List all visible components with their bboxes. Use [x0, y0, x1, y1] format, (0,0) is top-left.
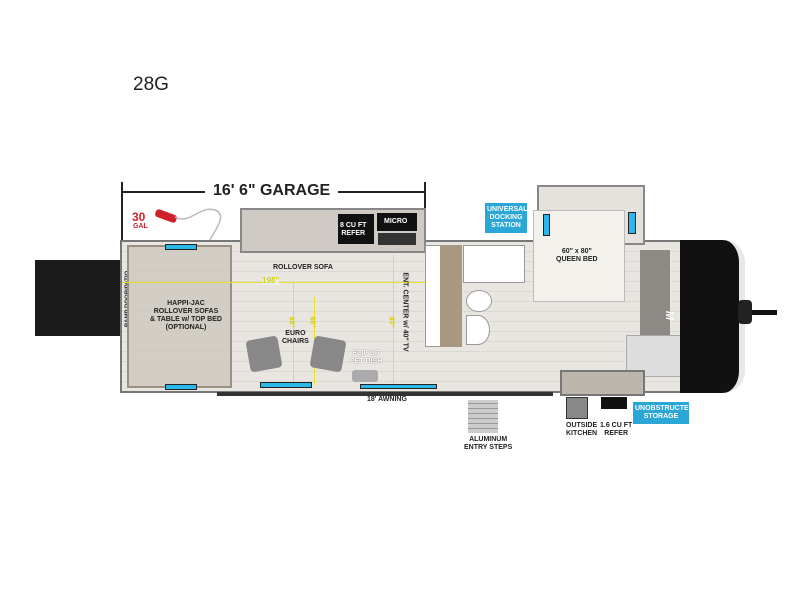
storage-line2: STORAGE	[643, 413, 679, 420]
garage-dimension-label: 16' 6" GARAGE	[205, 182, 339, 200]
sr-line2: REFER	[604, 430, 629, 437]
window	[360, 384, 437, 389]
ok-line2: KITCHEN	[566, 430, 598, 437]
outside-kitchen-slideout	[560, 370, 645, 396]
micro-label: MICRO	[384, 218, 408, 225]
happijac-line4: (OPTIONAL)	[165, 324, 207, 331]
sink	[466, 315, 490, 345]
dim-tick-left	[121, 182, 123, 242]
fuel-hose-icon	[174, 208, 222, 241]
happijac-sofa-area	[127, 245, 232, 388]
depth-line-3	[393, 255, 394, 385]
euro-chair-left	[245, 335, 283, 373]
depth-label-2: 68"	[308, 316, 316, 328]
refer-line2: REFER	[341, 230, 366, 237]
hitch	[742, 310, 777, 315]
dock-line3: STATION	[491, 222, 521, 229]
entry-steps	[468, 400, 498, 433]
refer-line1: 8 CU FT	[340, 222, 367, 229]
queen-bed-label: 60" x 80"QUEEN BED	[556, 248, 598, 264]
small-refer	[601, 397, 627, 409]
window	[260, 382, 312, 388]
ok-line1: OUTSIDE	[566, 422, 598, 429]
steps-line1: ALUMINUM	[469, 436, 508, 443]
storage-line1: UNOBSTRUCTED	[635, 405, 694, 412]
window	[628, 212, 636, 234]
pet-dish-icon	[352, 370, 378, 382]
depth-label-1: 88"	[287, 316, 295, 328]
brand-logo: M	[663, 310, 676, 322]
dock-line1: UNIVERSAL	[487, 206, 528, 213]
refer	[338, 214, 374, 244]
steps-line2: ENTRY STEPS	[464, 444, 513, 451]
front-cap	[680, 240, 745, 393]
awning-label: 18' AWNING	[367, 396, 407, 403]
fuel-amount: 30	[132, 210, 146, 224]
ramp-door	[35, 260, 121, 336]
pet-line1: FLIP UP	[352, 350, 380, 357]
bed-line1: 60" x 80"	[561, 248, 592, 255]
stove	[378, 233, 416, 245]
awning	[217, 392, 553, 396]
euro-line2: CHAIRS	[282, 338, 309, 345]
happijac-line2: ROLLOVER SOFAS	[153, 308, 219, 315]
bath-vanity	[440, 245, 462, 347]
depth-label-3: 93"	[387, 316, 395, 328]
rollover-sofa-label: ROLLOVER SOFA	[273, 264, 333, 271]
shower	[463, 245, 525, 283]
bed-line2: QUEEN BED	[556, 256, 598, 263]
micro	[377, 213, 417, 231]
front-wardrobe	[640, 250, 670, 335]
dock-line2: DOCKING	[489, 214, 523, 221]
depth-line-1	[293, 283, 294, 385]
happijac-line3: & TABLE w/ TOP BED	[150, 316, 222, 323]
toilet	[466, 290, 492, 312]
window	[543, 214, 550, 236]
window	[165, 244, 197, 250]
pet-line2: PET DISH	[350, 358, 383, 365]
window	[165, 384, 197, 390]
width-dimension-label: 198"	[262, 276, 280, 285]
ent-center	[425, 245, 441, 347]
euro-chair-right	[309, 335, 347, 373]
euro-line1: EURO	[285, 330, 306, 337]
sr-line1: 1.6 CU FT	[600, 422, 633, 429]
happijac-line1: HAPPI-JAC	[167, 300, 205, 307]
model-name: 28G	[133, 74, 169, 95]
outside-kitchen-grill	[566, 397, 588, 419]
fuel-unit: GAL	[133, 223, 148, 230]
ent-center-label: ENT. CENTER w/ 40" TV	[401, 272, 409, 352]
hitch-pin	[738, 300, 752, 324]
